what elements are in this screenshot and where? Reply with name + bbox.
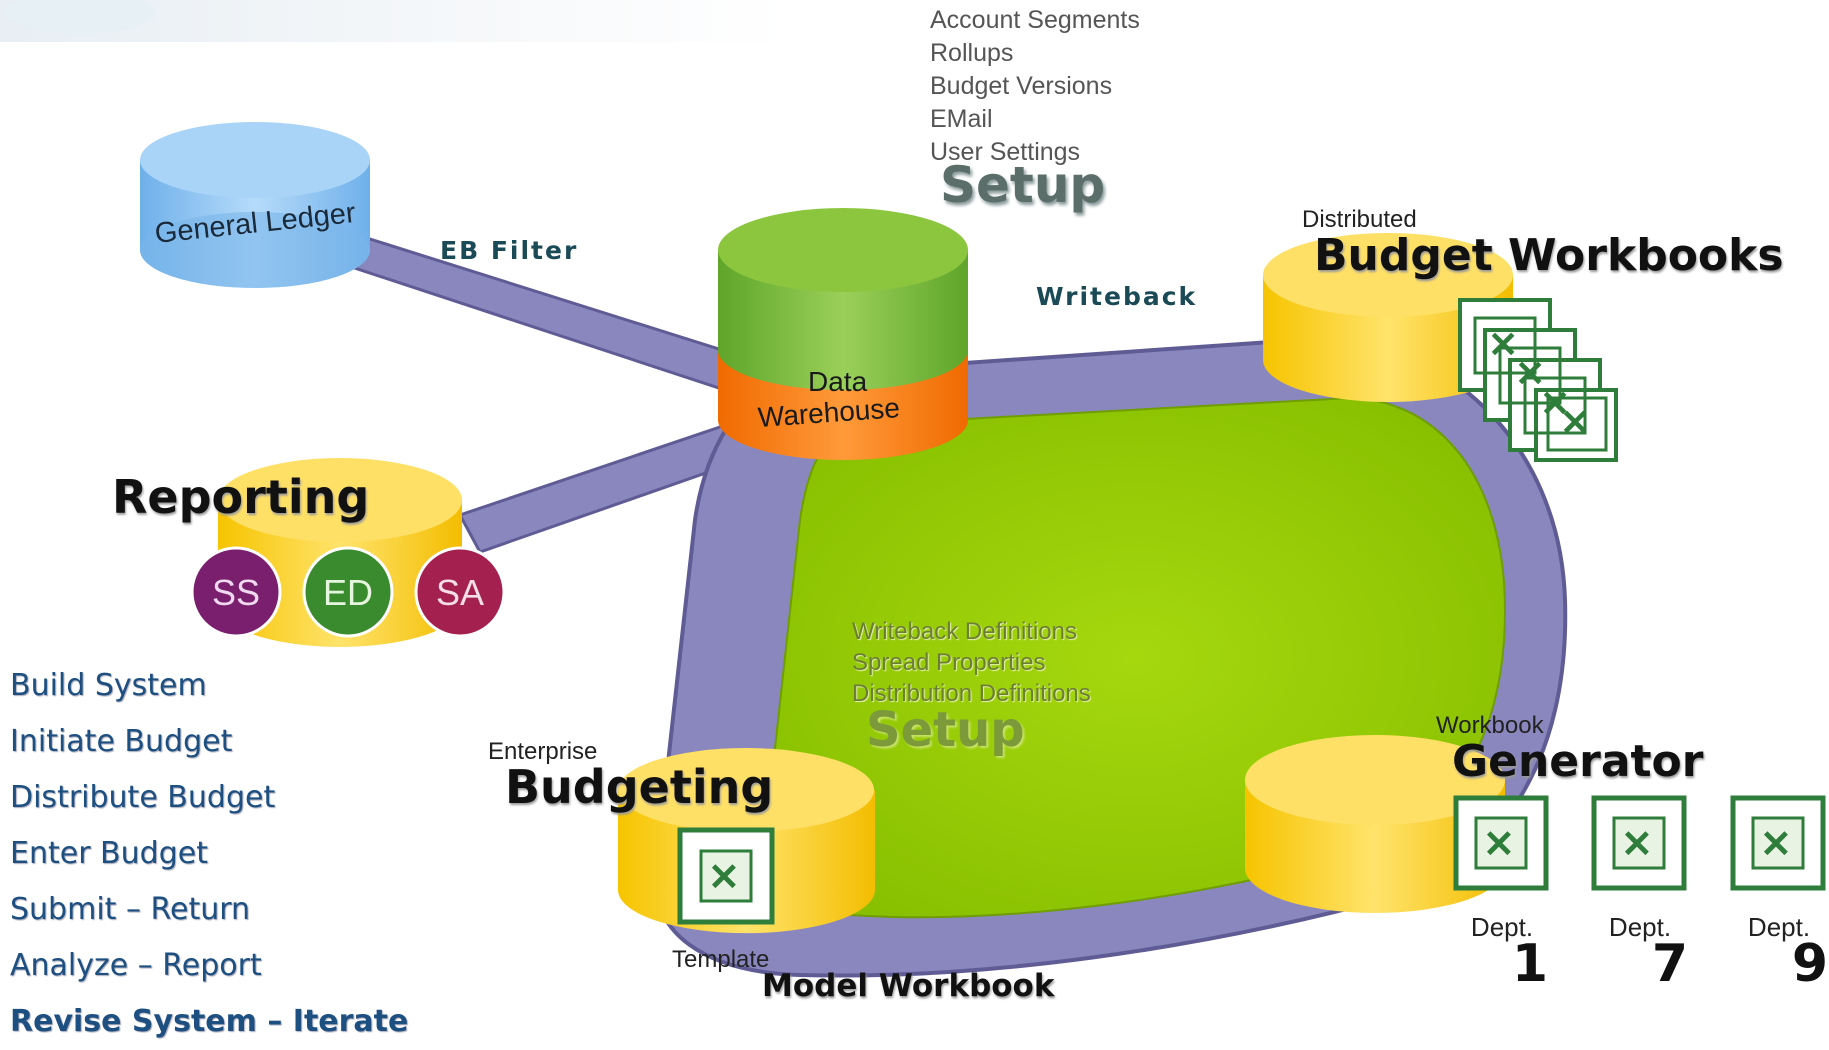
step-item: Build System xyxy=(10,668,207,703)
excel-x-icon: ✕ xyxy=(1515,353,1546,394)
enterprise-label: Enterprise xyxy=(488,738,598,765)
writeback-label: Writeback xyxy=(1036,282,1198,311)
setup-item: Budget Versions xyxy=(930,72,1113,100)
generator-cylinder xyxy=(1245,735,1505,913)
process-steps-list: Build System Initiate Budget Distribute … xyxy=(10,658,408,1050)
step-item: Submit – Return xyxy=(10,892,251,927)
setup-inner-item: Distribution Definitions xyxy=(852,680,1091,707)
setup-item: User Settings xyxy=(930,138,1081,166)
setup-inner-item: Writeback Definitions xyxy=(852,618,1077,645)
template-label: Template xyxy=(672,946,770,973)
excel-x-icon: ✕ xyxy=(1488,324,1519,365)
setup-item: Rollups xyxy=(930,39,1014,67)
ss-badge-label: SS xyxy=(211,572,261,613)
excel-x-icon: ✕ xyxy=(1483,824,1515,866)
sa-badge-label: SA xyxy=(435,572,485,613)
budgeting-title: Budgeting xyxy=(505,760,774,814)
ed-badge-label: ED xyxy=(322,572,373,613)
reporting-badges xyxy=(190,546,506,638)
setup-top-title: Setup xyxy=(940,156,1106,214)
dept-number: 7 xyxy=(1651,934,1689,994)
excel-icon-marks xyxy=(1473,316,1608,452)
excel-x-icon: ✕ xyxy=(1760,824,1792,866)
department-workbook-icons xyxy=(1453,795,1826,891)
reporting-title: Reporting xyxy=(112,470,370,524)
dept-number: 9 xyxy=(1791,934,1829,994)
generator-title: Generator xyxy=(1452,736,1704,787)
logo-remnant xyxy=(5,0,155,34)
distributed-label: Distributed xyxy=(1302,206,1417,233)
excel-x-icon: ✕ xyxy=(1560,402,1591,443)
setup-top-list: Account Segments Rollups Budget Versions… xyxy=(930,4,1140,169)
budget-workbooks-title: Budget Workbooks xyxy=(1314,230,1784,281)
template-workbook-icon xyxy=(677,827,775,925)
excel-x-icon: ✕ xyxy=(1621,824,1653,866)
setup-item: Account Segments xyxy=(930,6,1140,34)
general-ledger-cylinder xyxy=(140,122,370,288)
setup-inner-list: Writeback Definitions Spread Properties … xyxy=(852,616,1091,709)
dept-label: Dept. xyxy=(1470,912,1534,942)
setup-inner-item: Spread Properties xyxy=(852,649,1046,676)
dept-number: 1 xyxy=(1511,934,1549,994)
setup-inner-title: Setup xyxy=(866,702,1025,758)
step-item-current: Revise System – Iterate xyxy=(10,1004,409,1039)
step-item: Analyze – Report xyxy=(10,948,262,983)
excel-x-icon: ✕ xyxy=(708,857,740,899)
eb-filter-label: EB Filter xyxy=(440,236,579,265)
step-item: Enter Budget xyxy=(10,836,208,871)
step-item: Distribute Budget xyxy=(10,780,276,815)
dept-label: Dept. xyxy=(1608,912,1672,942)
data-warehouse-label-line1: Data xyxy=(808,366,868,397)
step-item: Initiate Budget xyxy=(10,724,233,759)
budget-workbooks-cylinder xyxy=(1263,233,1513,402)
data-warehouse-cylinder xyxy=(718,208,968,460)
workbook-label: Workbook xyxy=(1436,712,1544,739)
excel-x-icon: ✕ xyxy=(1540,383,1571,424)
setup-item: EMail xyxy=(930,105,993,133)
dept-label: Dept. xyxy=(1747,912,1811,942)
model-workbook-title: Model Workbook xyxy=(762,968,1055,1004)
